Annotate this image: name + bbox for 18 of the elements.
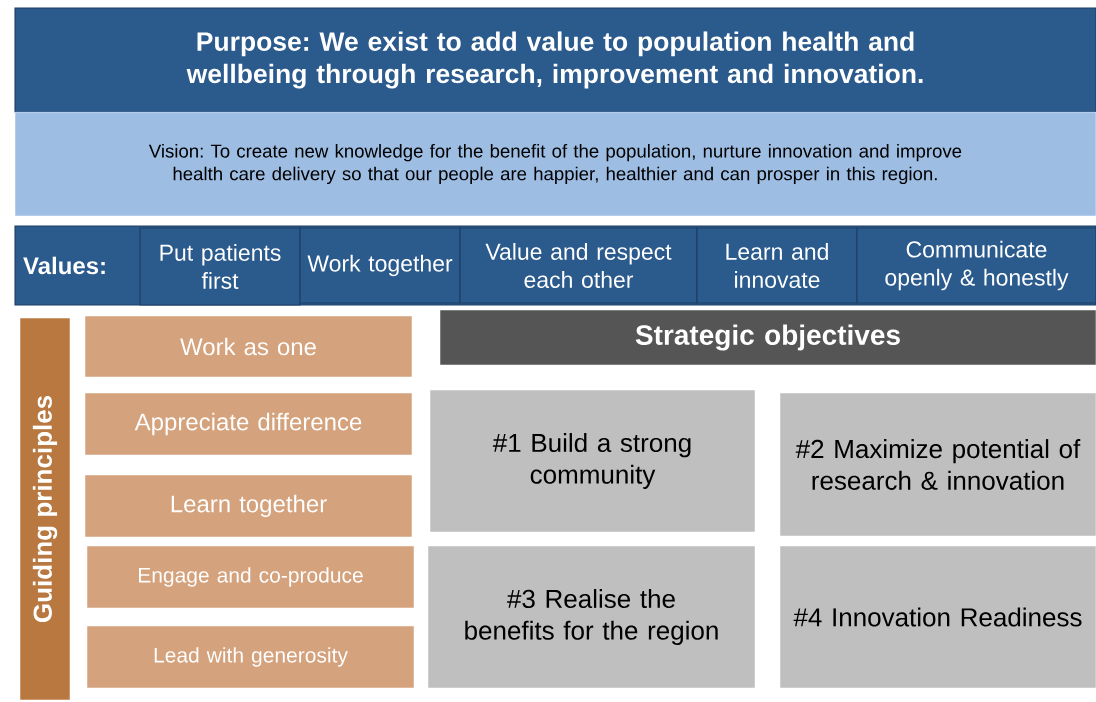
value-box: Communicate openly & honestly xyxy=(856,227,1096,304)
principles-band: Guiding principles xyxy=(19,317,71,701)
principle-box: Learn together xyxy=(84,474,413,538)
objective-box: #2 Maximize potential of research & innovation xyxy=(779,392,1096,537)
principle-box: Engage and co-produce xyxy=(86,545,415,609)
principle-box: Work as one xyxy=(84,315,413,378)
principle-box: Lead with generosity xyxy=(86,625,415,689)
principle-box: Appreciate difference xyxy=(84,392,413,456)
value-box: Learn and innovate xyxy=(696,227,858,304)
objective-box: #4 Innovation Readiness xyxy=(779,545,1096,689)
value-box: Put patients first xyxy=(139,227,301,306)
objectives-header: Strategic objectives xyxy=(439,309,1096,366)
value-box: Work together xyxy=(299,227,461,304)
objective-box: #1 Build a strong community xyxy=(429,389,756,533)
purpose-banner: Purpose: We exist to add value to population health and wellbeing through research, improvement and innovation. xyxy=(14,7,1096,113)
value-box: Value and respect each other xyxy=(459,227,698,304)
objective-box: #3 Realise the benefits for the region xyxy=(427,545,756,689)
vision-banner: Vision: To create new knowledge for the benefit of the population, nurture innovation and improve health care delivery so that our people are happier, healthier and can prosper in this region. xyxy=(14,111,1096,217)
